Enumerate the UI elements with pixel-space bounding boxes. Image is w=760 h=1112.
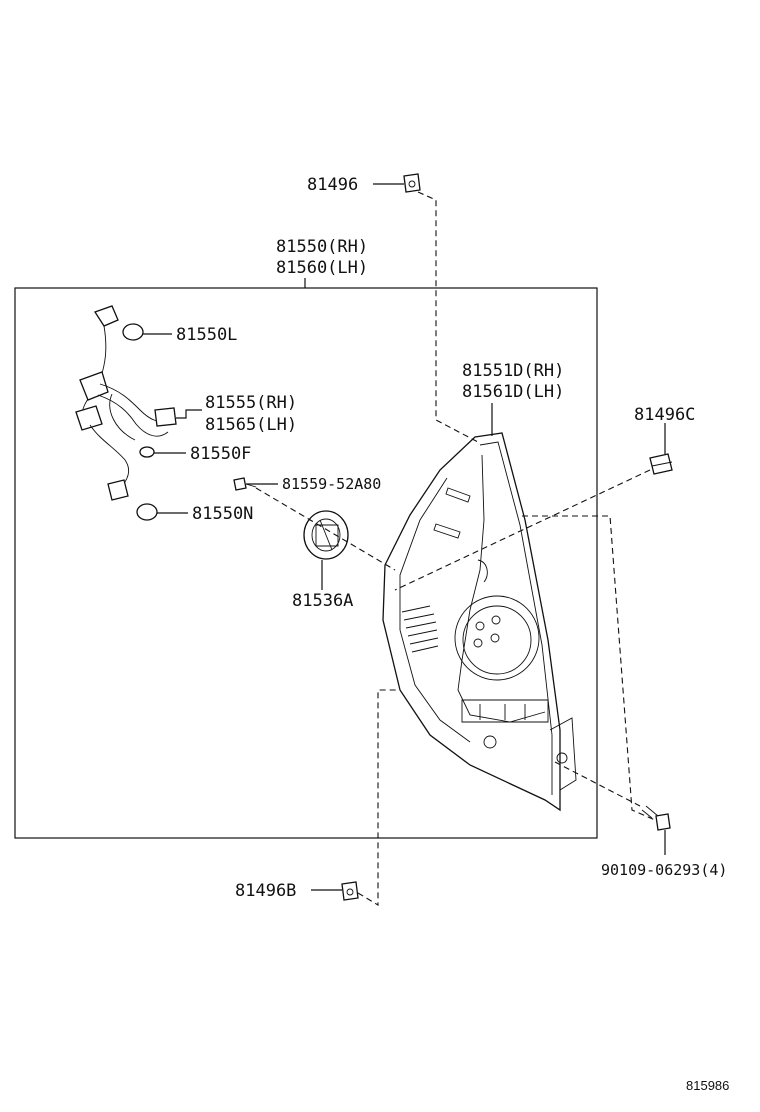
clip-81496 xyxy=(403,173,421,193)
tail-lamp-lens xyxy=(382,432,577,812)
clip-81496b xyxy=(341,881,359,901)
label-clip-81496b: 81496B xyxy=(235,881,296,901)
label-lens-lh: 81561D(LH) xyxy=(462,382,564,402)
label-clip-81496: 81496 xyxy=(307,175,358,195)
bulb-81550l xyxy=(122,323,144,341)
clip-81496c xyxy=(649,453,673,475)
diagram-ref-number: 815986 xyxy=(686,1078,729,1093)
assembly-dashed-lines xyxy=(255,191,656,906)
label-socket-rh: 81555(RH) xyxy=(205,393,297,413)
label-bulb-f: 81550F xyxy=(190,444,251,464)
bulb-81550n xyxy=(136,503,158,521)
label-bulb-l: 81550L xyxy=(176,325,237,345)
label-socket-cover: 81536A xyxy=(292,591,353,611)
label-assy-rh: 81550(RH) xyxy=(276,237,368,257)
assembly-box xyxy=(14,287,598,839)
label-screw-small: 81559-52A80 xyxy=(282,475,381,493)
wire-harness xyxy=(75,305,177,501)
screw-90109 xyxy=(641,805,671,831)
socket-cover xyxy=(303,510,349,560)
label-bulb-n: 81550N xyxy=(192,504,253,524)
label-screw-90109: 90109-06293(4) xyxy=(601,861,727,879)
leader-lines xyxy=(143,183,666,891)
label-socket-lh: 81565(LH) xyxy=(205,415,297,435)
label-assy-lh: 81560(LH) xyxy=(276,258,368,278)
label-clip-81496c: 81496C xyxy=(634,405,695,425)
bulb-81550f xyxy=(139,446,155,458)
label-lens-rh: 81551D(RH) xyxy=(462,361,564,381)
